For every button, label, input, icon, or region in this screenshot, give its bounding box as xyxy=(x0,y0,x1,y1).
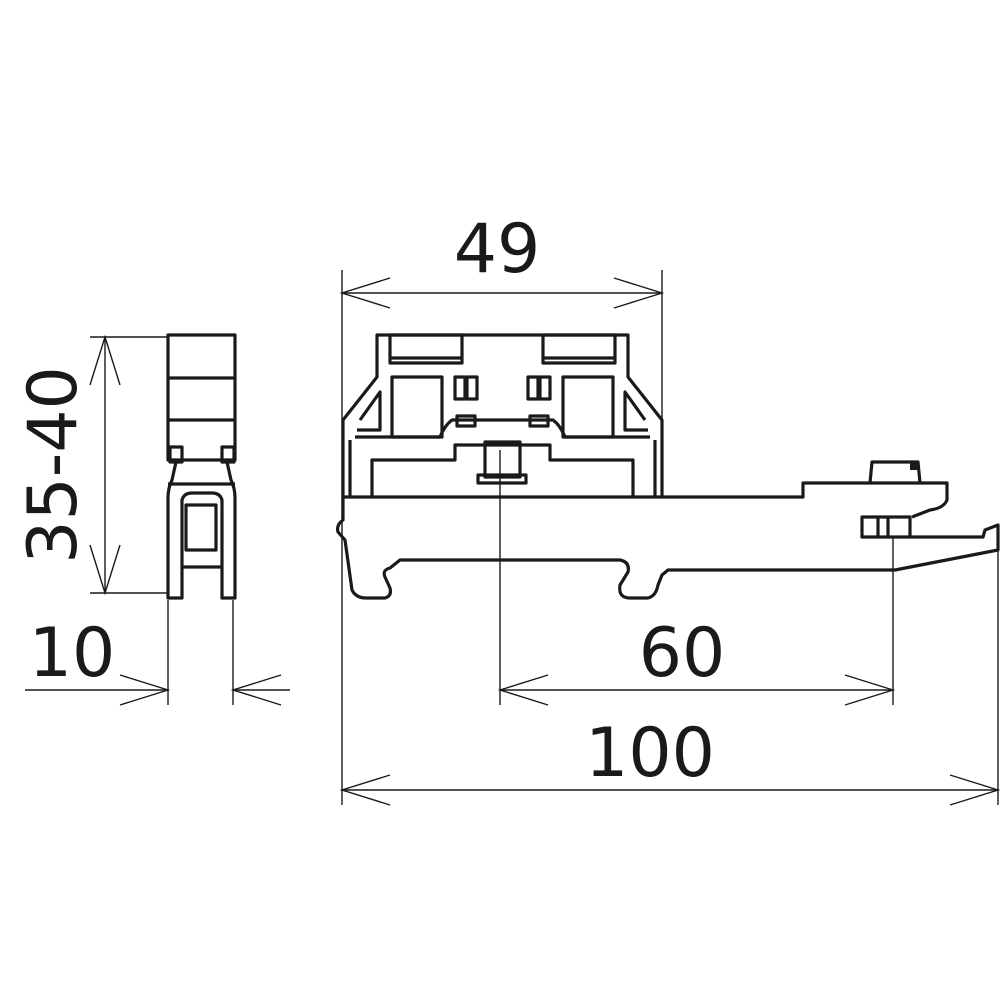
front-view xyxy=(335,333,1000,600)
dimension-label-49: 49 xyxy=(454,210,541,289)
side-view xyxy=(166,333,237,600)
dimension-lines xyxy=(25,270,1000,806)
dimension-label-35-40: 35-40 xyxy=(14,366,93,564)
dimension-label-60: 60 xyxy=(639,614,726,693)
dimension-label-10: 10 xyxy=(29,614,116,693)
dimension-label-100: 100 xyxy=(585,714,715,793)
